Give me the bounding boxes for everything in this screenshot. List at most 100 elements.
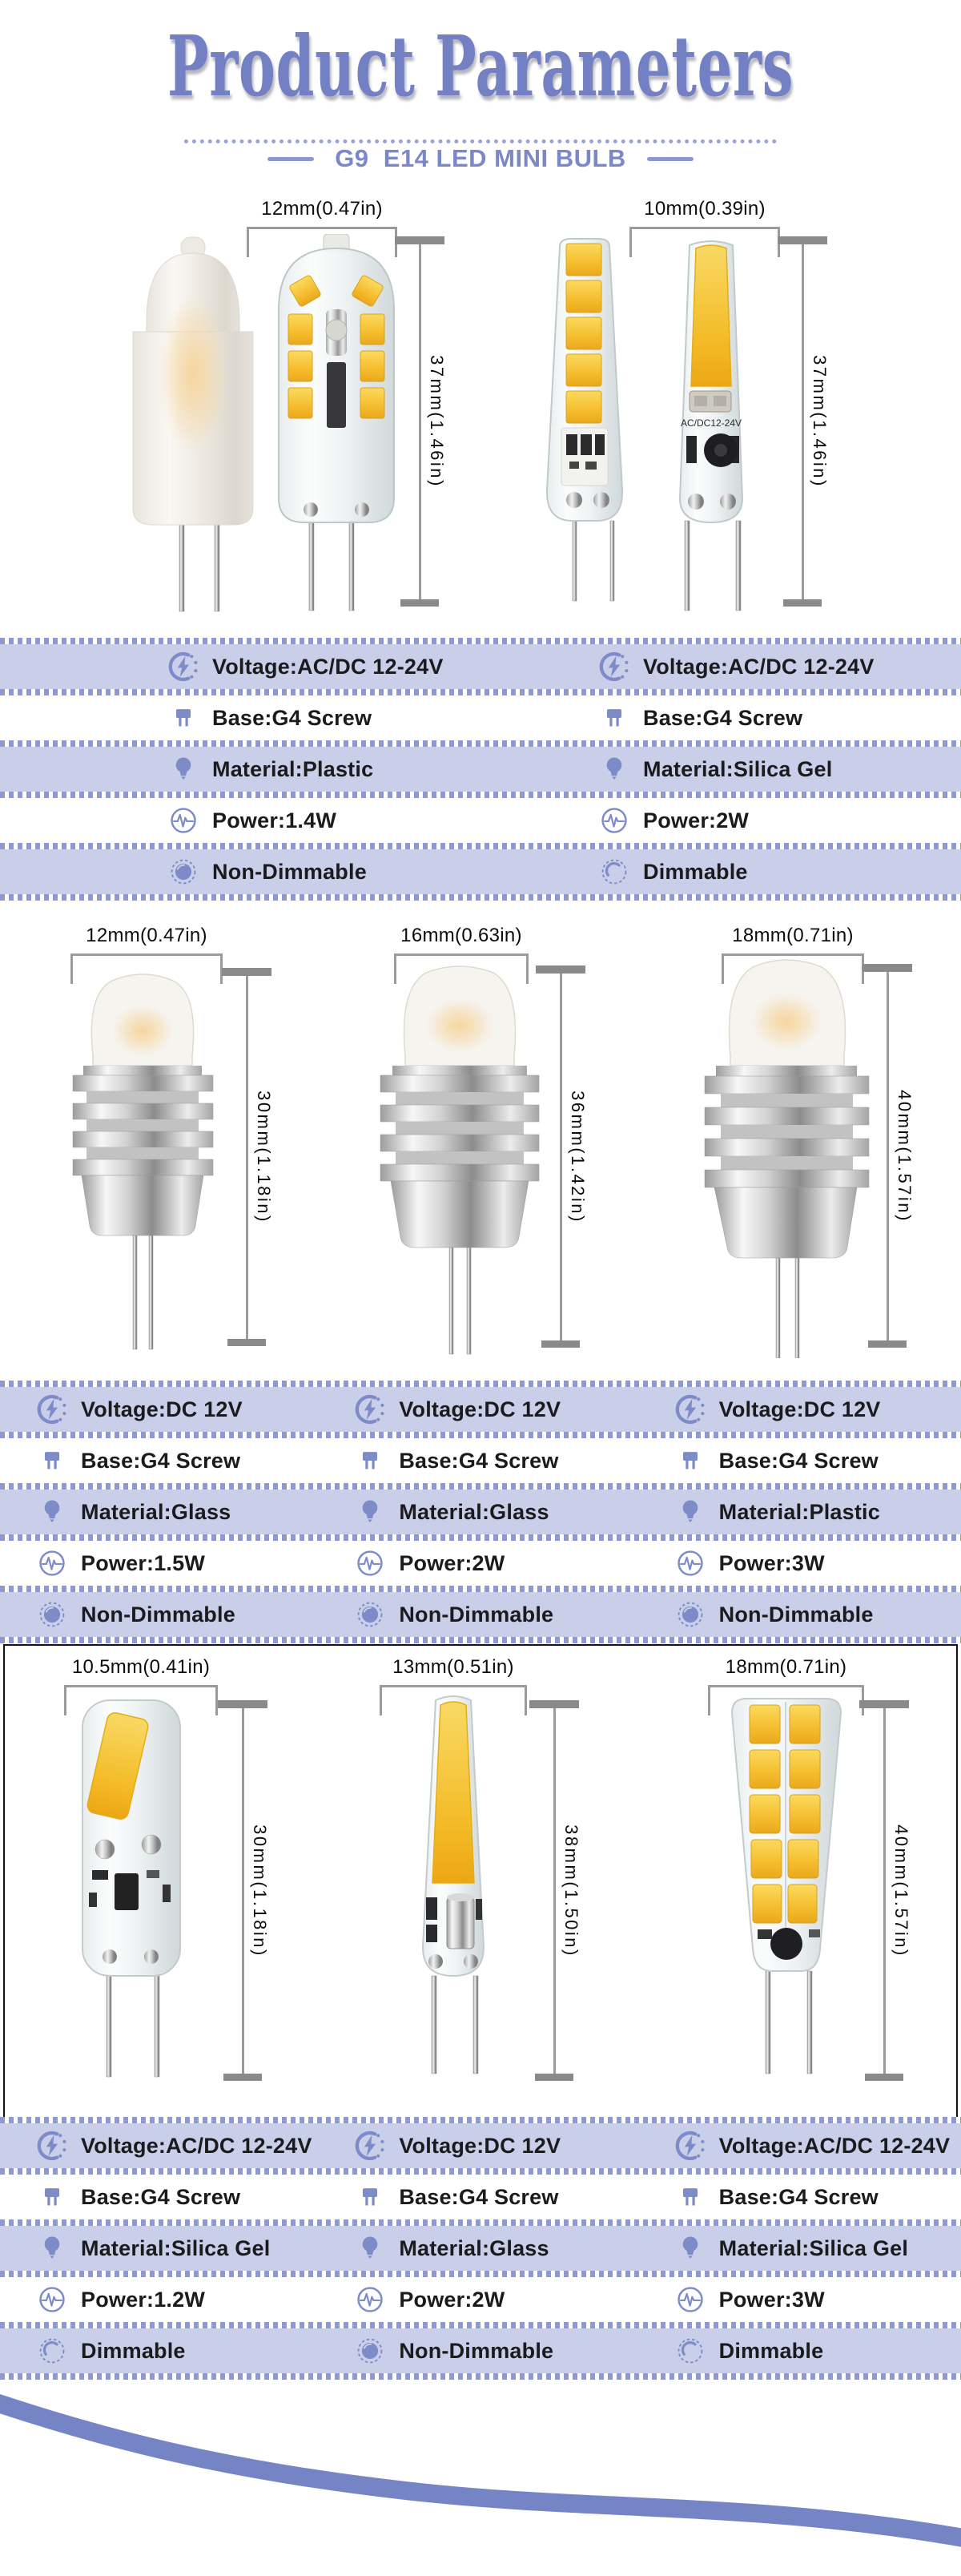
power-icon bbox=[37, 1548, 67, 1578]
dimension-line bbox=[801, 244, 804, 599]
dimension-cap bbox=[859, 1700, 909, 1708]
spec-cell: Material:Glass bbox=[323, 1486, 641, 1538]
spec-label: Base:G4 Screw bbox=[718, 1448, 879, 1473]
dimension-label: 40mm(1.57in) bbox=[891, 1824, 911, 1957]
spec-label: Power:1.4W bbox=[212, 808, 337, 832]
dimension-line bbox=[245, 976, 248, 1339]
spec-cell: Voltage:AC/DC 12-24V bbox=[641, 2120, 961, 2171]
spec-cell: Material:Glass bbox=[323, 2223, 641, 2274]
power-icon bbox=[168, 805, 199, 836]
spec-row-dimming: Dimmable Non-Dimmable Dimmable bbox=[0, 2322, 961, 2380]
spec-label: Material:Silica Gel bbox=[718, 2235, 909, 2260]
dimension-line bbox=[708, 1685, 864, 1716]
width-dimension: 16mm(0.63in) bbox=[394, 925, 529, 985]
spec-label: Dimmable bbox=[718, 2338, 824, 2363]
voltage-icon bbox=[675, 2131, 706, 2161]
spec-label: Base:G4 Screw bbox=[81, 1448, 241, 1473]
dimension-label: 16mm(0.63in) bbox=[400, 925, 522, 946]
dotted-divider bbox=[184, 139, 777, 143]
power-icon bbox=[599, 805, 629, 836]
spec-label: Base:G4 Screw bbox=[718, 2184, 879, 2209]
spec-label: Base:G4 Screw bbox=[399, 2184, 559, 2209]
spec-label: Voltage:DC 12V bbox=[81, 1397, 243, 1421]
spec-cell: Material:Silica Gel bbox=[0, 2223, 323, 2274]
spec-cell: Power:3W bbox=[641, 2274, 961, 2325]
spec-label: Non-Dimmable bbox=[399, 2338, 554, 2363]
voltage-icon bbox=[355, 2131, 385, 2161]
dimension-label: 18mm(0.71in) bbox=[725, 1656, 847, 1678]
spec-label: Dimmable bbox=[643, 859, 748, 884]
subtitle-row: G9 E14 LED MINI BULB bbox=[0, 141, 961, 176]
dimension-cap bbox=[862, 964, 912, 972]
material-icon bbox=[355, 2233, 385, 2264]
bulb-photo-cob-10.5mm bbox=[82, 1699, 181, 2078]
spec-label: Power:2W bbox=[643, 808, 750, 832]
dimension-line bbox=[70, 953, 223, 985]
power-icon bbox=[355, 1548, 385, 1578]
dimension-line bbox=[64, 1685, 218, 1716]
material-icon bbox=[355, 1497, 385, 1527]
spec-cell: Voltage:DC 12V bbox=[323, 2120, 641, 2171]
dimension-line bbox=[629, 227, 780, 258]
dimension-label: 30mm(1.18in) bbox=[250, 1824, 270, 1957]
height-dimension: 38mm(1.50in) bbox=[529, 1700, 581, 2081]
spec-label: Material:Plastic bbox=[718, 1499, 880, 1524]
spec-row-power: Power:1.5W Power:2W Power:3W bbox=[0, 1538, 961, 1589]
dimension-label: 12mm(0.47in) bbox=[261, 198, 383, 220]
dimension-cap bbox=[868, 1340, 907, 1348]
spec-label: Voltage:AC/DC 12-24V bbox=[718, 2133, 951, 2158]
spec-label: Voltage:AC/DC 12-24V bbox=[212, 654, 444, 679]
spec-label: Power:3W bbox=[718, 1550, 825, 1575]
width-dimension: 18mm(0.71in) bbox=[708, 1656, 864, 1716]
material-icon bbox=[37, 1497, 67, 1527]
dimension-label: 10mm(0.39in) bbox=[644, 198, 766, 220]
subtitle-text: G9 E14 LED MINI BULB bbox=[335, 144, 626, 172]
non-dimmable-icon bbox=[355, 2336, 385, 2366]
spec-label: Voltage:AC/DC 12-24V bbox=[643, 654, 875, 679]
spec-label: Voltage:AC/DC 12-24V bbox=[81, 2133, 312, 2158]
spec-label: Base:G4 Screw bbox=[81, 2184, 241, 2209]
spec-cell: Power:1.4W bbox=[0, 795, 530, 846]
spec-cell: Voltage:DC 12V bbox=[641, 1384, 961, 1435]
spec-row-base: Base:G4 Screw Base:G4 Screw Base:G4 Scre… bbox=[0, 2171, 961, 2223]
height-dimension: 36mm(1.42in) bbox=[535, 965, 588, 1348]
dimension-cap bbox=[395, 236, 444, 244]
dimension-cap bbox=[227, 1339, 266, 1346]
power-icon bbox=[37, 2284, 67, 2315]
spec-label: Power:3W bbox=[718, 2287, 825, 2312]
spec-label: Power:1.2W bbox=[81, 2287, 206, 2312]
spec-label: Voltage:DC 12V bbox=[399, 1397, 561, 1421]
width-dimension: 12mm(0.47in) bbox=[70, 925, 223, 985]
spec-label: Material:Plastic bbox=[212, 756, 374, 781]
spec-cell: Power:1.5W bbox=[0, 1538, 323, 1589]
width-dimension: 13mm(0.51in) bbox=[380, 1656, 527, 1716]
board-print-label: AC/DC12-24V bbox=[681, 417, 742, 429]
spec-cell: Dimmable bbox=[641, 2325, 961, 2376]
dimension-label: 18mm(0.71in) bbox=[732, 925, 854, 946]
spec-label: Material:Glass bbox=[81, 1499, 231, 1524]
spec-label: Material:Silica Gel bbox=[643, 756, 833, 781]
height-dimension: 40mm(1.57in) bbox=[862, 964, 915, 1348]
spec-label: Base:G4 Screw bbox=[212, 705, 372, 730]
dimension-label: 30mm(1.18in) bbox=[254, 1090, 274, 1223]
voltage-icon bbox=[675, 1394, 706, 1425]
bulb-photo-cob-13mm bbox=[421, 1695, 485, 2074]
spec-cell: Dimmable bbox=[530, 846, 961, 897]
spec-row-material: Material:Silica Gel Material:Glass Mater… bbox=[0, 2219, 961, 2277]
spec-cell: Base:G4 Screw bbox=[323, 1435, 641, 1486]
spec-row-dimming: Non-Dimmable Non-Dimmable Non-Dimmable bbox=[0, 1586, 961, 1643]
bulb-photo-aluminum-16mm bbox=[380, 965, 540, 1355]
dimension-cap bbox=[783, 599, 822, 607]
voltage-icon bbox=[37, 2131, 67, 2161]
voltage-icon bbox=[37, 1394, 67, 1425]
dimension-line bbox=[418, 244, 421, 599]
spec-cell: Non-Dimmable bbox=[323, 2325, 641, 2376]
bulb-photo-aluminum-18mm bbox=[704, 959, 870, 1358]
spec-row-material: Material:Glass Material:Glass Material:P… bbox=[0, 1483, 961, 1541]
dimension-cap bbox=[218, 1700, 267, 1708]
subtitle-dash-right bbox=[646, 156, 694, 161]
spec-table-2: Voltage:DC 12V Voltage:DC 12V Voltage:DC… bbox=[0, 1381, 961, 1643]
spec-label: Base:G4 Screw bbox=[399, 1448, 559, 1473]
spec-label: Material:Glass bbox=[399, 2235, 549, 2260]
